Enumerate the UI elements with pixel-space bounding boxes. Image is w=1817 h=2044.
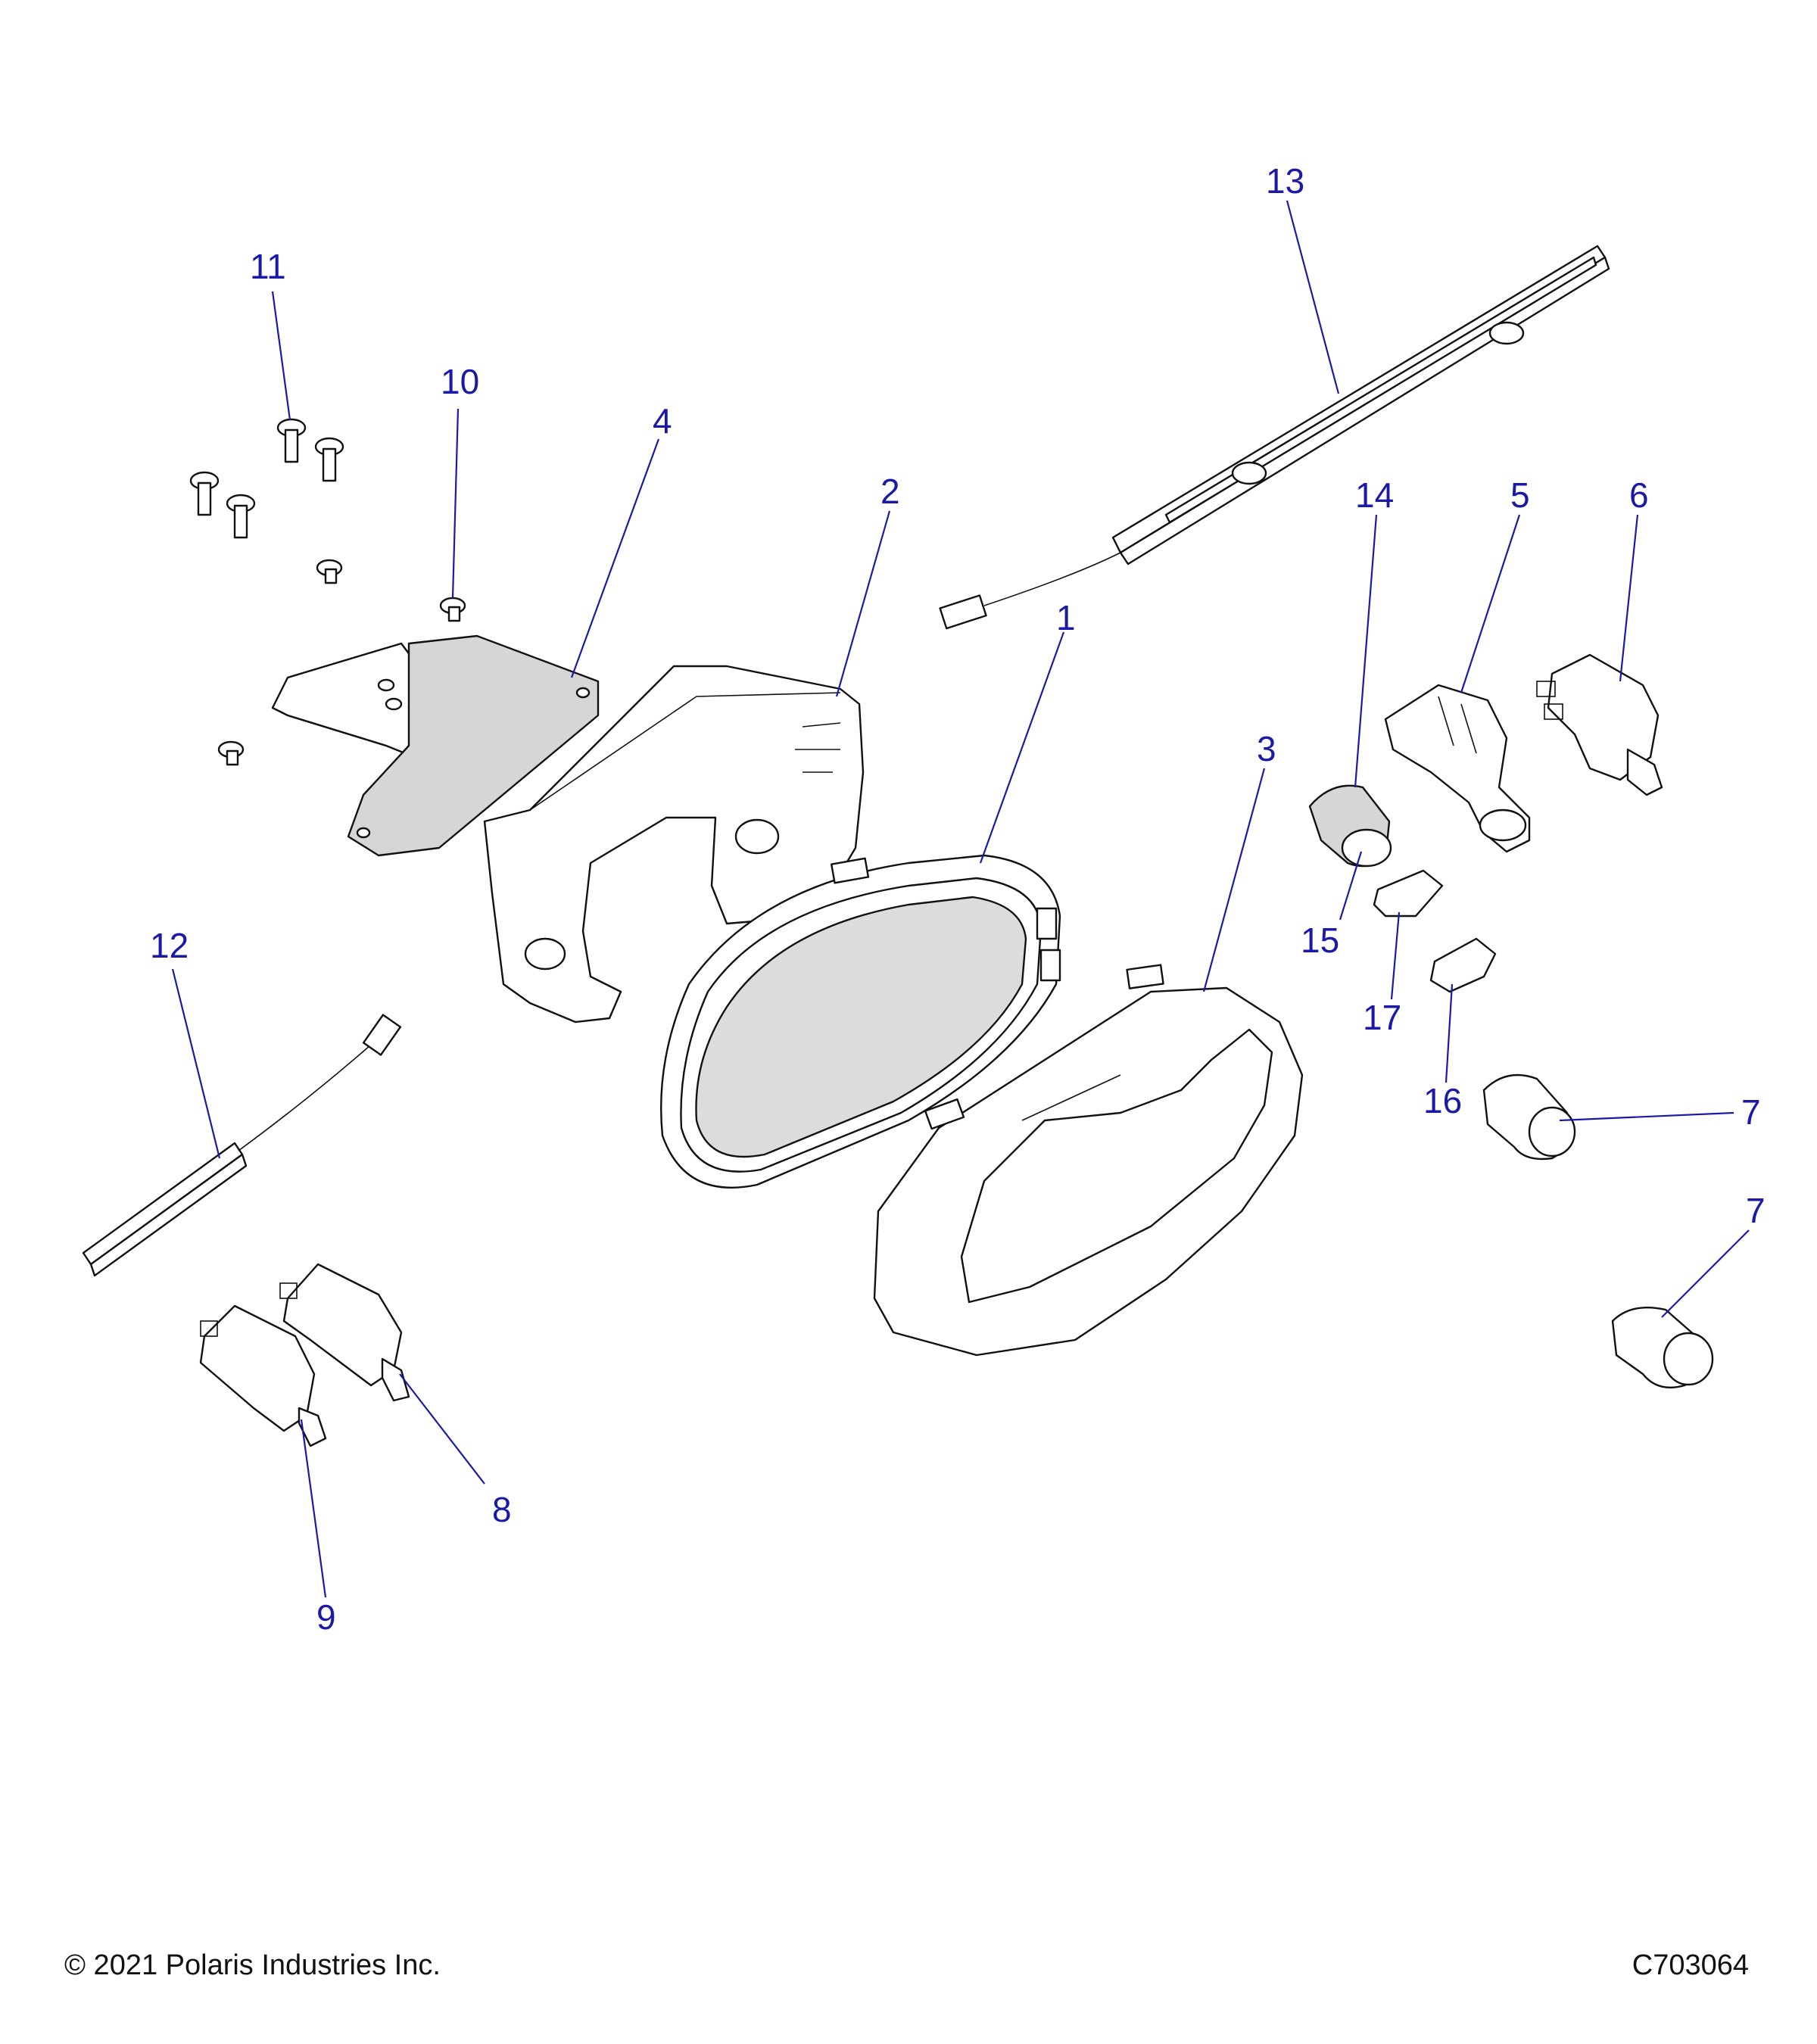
callout-2: 2 bbox=[880, 472, 900, 511]
callout-11: 11 bbox=[250, 247, 286, 286]
part-2-rear-housing bbox=[483, 665, 865, 1024]
callout-3: 3 bbox=[1257, 729, 1276, 768]
callout-16: 16 bbox=[1423, 1081, 1462, 1120]
callout-6: 6 bbox=[1629, 475, 1649, 515]
callout-5: 5 bbox=[1510, 475, 1530, 515]
part-7-socket-upper bbox=[1482, 1073, 1576, 1161]
part-3-front-bezel bbox=[873, 964, 1304, 1357]
callout-9: 9 bbox=[316, 1597, 336, 1637]
part-14-round-gauge bbox=[1308, 784, 1392, 868]
callout-labels: 1 2 3 4 5 6 7 7 8 9 10 11 12 13 14 15 16… bbox=[150, 161, 1766, 1637]
callout-7-upper: 7 bbox=[1741, 1092, 1761, 1132]
part-5-ignition-switch bbox=[1384, 684, 1531, 853]
part-1-gauge-cluster bbox=[660, 854, 1061, 1189]
part-4-bracket bbox=[271, 634, 600, 857]
callout-10: 10 bbox=[441, 362, 479, 401]
callout-17: 17 bbox=[1363, 998, 1401, 1037]
callout-12: 12 bbox=[150, 926, 189, 965]
part-16-connector bbox=[1429, 937, 1497, 993]
part-17-connector bbox=[1373, 869, 1444, 918]
part-6-switch bbox=[1536, 653, 1663, 796]
part-8-switch bbox=[279, 1263, 410, 1402]
part-13-harness-strip bbox=[939, 245, 1610, 630]
copyright-notice: © 2021 Polaris Industries Inc. bbox=[64, 1949, 441, 1981]
callout-1: 1 bbox=[1056, 598, 1076, 637]
part-7-socket-lower bbox=[1611, 1307, 1714, 1388]
callout-7-lower: 7 bbox=[1746, 1191, 1766, 1230]
callout-15: 15 bbox=[1301, 921, 1339, 960]
part-11-bolts bbox=[189, 418, 344, 539]
callout-4: 4 bbox=[653, 401, 672, 441]
drawing-number: C703064 bbox=[1632, 1949, 1749, 1981]
callout-13: 13 bbox=[1266, 161, 1304, 201]
callout-8: 8 bbox=[492, 1490, 512, 1529]
part-9-switch bbox=[199, 1304, 327, 1447]
leader-lines bbox=[171, 200, 1750, 1598]
callout-14: 14 bbox=[1355, 475, 1394, 515]
part-12-harness bbox=[82, 1014, 402, 1277]
